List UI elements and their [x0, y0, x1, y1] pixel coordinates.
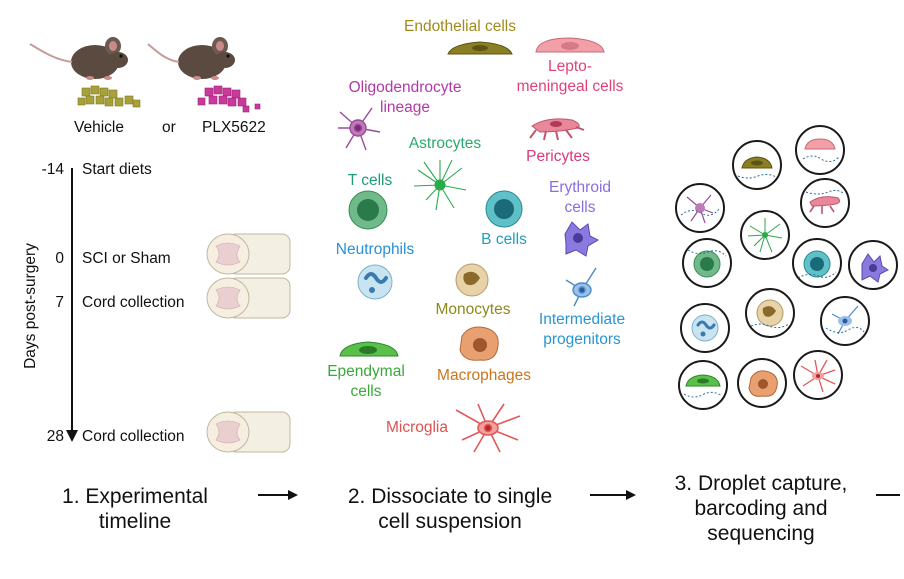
spinal-cord-icon — [206, 411, 291, 453]
droplet-macrophage — [737, 358, 787, 408]
droplet-endothelial — [732, 140, 782, 190]
droplet-intermediate-progenitor — [820, 296, 870, 346]
timeline-arrowhead — [66, 430, 78, 442]
step2-line: 2. Dissociate to single — [347, 485, 553, 508]
mouse-icon — [147, 37, 235, 80]
vehicle-label: Vehicle — [74, 119, 124, 136]
oligodendrocyte-label-line: Oligodendrocyte — [348, 79, 462, 96]
oligodendrocyte-icon — [338, 107, 381, 151]
ependymal-cell-icon — [339, 341, 399, 357]
pericyte-icon — [529, 118, 585, 141]
b-cells-label: B cells — [481, 231, 527, 248]
days-post-surgery-axis-label: Days post-surgery — [22, 243, 39, 369]
astrocytes-label: Astrocytes — [408, 135, 482, 152]
droplet-oligodendrocyte — [675, 183, 725, 233]
step1-line: 1. Experimental — [62, 485, 208, 508]
erythroid-label: Erythroid cells — [530, 178, 630, 218]
microglia-label: Microglia — [385, 419, 448, 436]
monocytes-label: Monocytes — [435, 301, 511, 318]
endothelial-cell-icon — [447, 41, 513, 55]
t-cells-label: T cells — [347, 172, 393, 189]
or-label: or — [162, 119, 176, 136]
leptomeningeal-label-line: Lepto- — [548, 58, 592, 75]
leptomeningeal-cell-icon — [535, 37, 605, 53]
spinal-cord-icon — [206, 233, 291, 275]
intermediate-progenitors-label: Intermediate progenitors — [520, 310, 644, 350]
timeline-day: 7 — [55, 294, 64, 311]
erythroid-cell-icon — [564, 221, 600, 257]
intermediate-label-line: Intermediate — [538, 311, 626, 328]
droplet-neutrophil — [680, 303, 730, 353]
endothelial-label: Endothelial cells — [403, 18, 516, 35]
neutrophil-icon — [357, 264, 393, 300]
step-arrow — [590, 490, 636, 500]
erythroid-label-line: Erythroid — [548, 179, 612, 196]
droplet-ependymal — [678, 360, 728, 410]
ependymal-label-line: cells — [350, 383, 382, 400]
step3-label: 3. Droplet capture, barcoding and sequen… — [636, 471, 886, 546]
ependymal-label: Ependymal cells — [316, 362, 416, 402]
droplet-microglia — [793, 350, 843, 400]
step2-label: 2. Dissociate to single cell suspension — [310, 484, 590, 534]
plx5622-label: PLX5622 — [202, 119, 266, 136]
leptomeningeal-label: Lepto- meningeal cells — [500, 57, 640, 97]
droplet-erythroid — [848, 240, 898, 290]
step3-line: sequencing — [707, 522, 815, 545]
timeline-event: Cord collection — [82, 294, 185, 311]
spinal-cord-icon — [206, 277, 291, 319]
step1-line: timeline — [98, 510, 172, 533]
oligodendrocyte-label-line: lineage — [380, 99, 430, 116]
droplet-leptomeningeal — [795, 125, 845, 175]
droplet-pericyte — [800, 178, 850, 228]
pericytes-label: Pericytes — [526, 148, 590, 165]
leptomeningeal-label-line: meningeal cells — [516, 78, 624, 95]
ependymal-label-line: Ependymal — [327, 363, 405, 380]
microglia-icon — [455, 403, 521, 453]
b-cell-icon — [485, 190, 523, 228]
timeline-day: 0 — [55, 250, 64, 267]
timeline-day: 28 — [46, 428, 64, 445]
macrophage-icon — [459, 326, 499, 361]
mouse-icon — [29, 37, 128, 80]
monocyte-icon — [455, 263, 489, 297]
timeline-event: SCI or Sham — [82, 250, 171, 267]
astrocyte-icon — [413, 159, 467, 211]
droplet-t-cell — [682, 238, 732, 288]
droplet-b-cell — [792, 238, 842, 288]
step1-label: 1. Experimental timeline — [20, 484, 250, 534]
oligodendrocyte-label: Oligodendrocyte lineage — [320, 78, 490, 118]
droplet-astrocyte — [740, 210, 790, 260]
timeline-day: -14 — [41, 161, 64, 178]
plx5622-chow-icon — [197, 85, 261, 113]
step3-line: barcoding and — [694, 497, 828, 520]
t-cell-icon — [348, 190, 388, 230]
intermediate-label-line: progenitors — [543, 331, 621, 348]
timeline-event: Cord collection — [82, 428, 185, 445]
intermediate-progenitor-icon — [565, 267, 597, 307]
step3-line: 3. Droplet capture, — [674, 472, 848, 495]
timeline-event: Start diets — [82, 161, 152, 178]
erythroid-label-line: cells — [564, 199, 596, 216]
droplet-monocyte — [745, 288, 795, 338]
vehicle-chow-icon — [77, 85, 141, 108]
step-arrow — [258, 490, 298, 500]
step2-line: cell suspension — [378, 510, 522, 533]
macrophages-label: Macrophages — [437, 367, 531, 384]
neutrophils-label: Neutrophils — [335, 241, 415, 258]
